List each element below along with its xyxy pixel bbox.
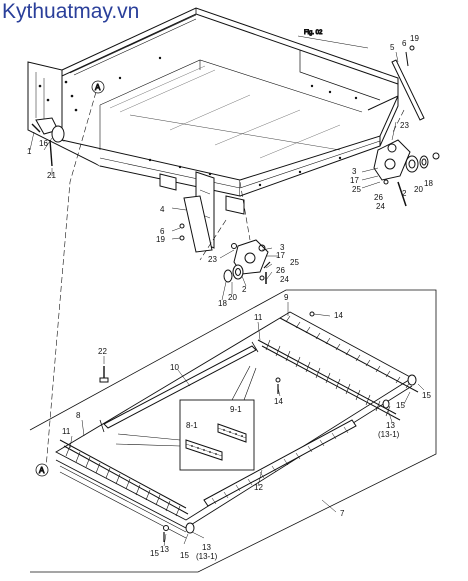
callout-24a: 24 bbox=[376, 202, 385, 211]
fig-ref-label: Fig. 02 bbox=[304, 30, 323, 36]
callout-26b: 26 bbox=[276, 266, 285, 275]
callout-8: 8 bbox=[76, 411, 81, 420]
callout-14b: 14 bbox=[274, 397, 283, 406]
callout-13-1b: (13-1) bbox=[196, 552, 218, 561]
callout-25b: 25 bbox=[290, 258, 299, 267]
callout-2a: 2 bbox=[402, 189, 407, 198]
callout-10: 10 bbox=[170, 363, 179, 372]
detail-inset bbox=[115, 365, 257, 471]
frame-assembly bbox=[27, 7, 399, 249]
callout-6b: 6 bbox=[160, 227, 165, 236]
callout-18a: 18 bbox=[424, 179, 433, 188]
callout-15c: 15 bbox=[150, 549, 159, 558]
callout-8-1: 8-1 bbox=[186, 421, 198, 430]
callout-3a: 3 bbox=[352, 167, 357, 176]
slat-tray bbox=[55, 311, 419, 542]
callout-13c: 13 bbox=[202, 543, 211, 552]
callout-numbers: 5 6 19 1 16 21 23 3 17 25 26 24 2 20 18 … bbox=[27, 34, 433, 561]
callout-13-1a: (13-1) bbox=[378, 430, 400, 439]
callout-26a: 26 bbox=[374, 193, 383, 202]
callout-13b: 13 bbox=[160, 545, 169, 554]
callout-24b: 24 bbox=[280, 275, 289, 284]
callout-17a: 17 bbox=[350, 176, 359, 185]
callout-18b: 18 bbox=[218, 299, 227, 308]
callout-1: 1 bbox=[27, 147, 32, 156]
callout-19b: 19 bbox=[156, 235, 165, 244]
view-marker-bottom-label: A bbox=[39, 466, 45, 475]
callout-13a: 13 bbox=[386, 421, 395, 430]
bolt-22 bbox=[99, 366, 109, 383]
callout-9-1: 9-1 bbox=[230, 405, 242, 414]
view-marker-top: A bbox=[91, 80, 105, 94]
callout-17b: 17 bbox=[276, 251, 285, 260]
lower-tray-box bbox=[29, 289, 437, 573]
view-marker-bottom: A bbox=[35, 463, 49, 477]
callout-16: 16 bbox=[39, 139, 48, 148]
callout-11b: 11 bbox=[62, 427, 71, 436]
right-bearing-assembly bbox=[373, 139, 440, 207]
reference-lines bbox=[45, 91, 405, 469]
callout-14a: 14 bbox=[334, 311, 343, 320]
callout-21: 21 bbox=[47, 171, 56, 180]
callout-19a: 19 bbox=[410, 34, 419, 43]
callout-5: 5 bbox=[390, 43, 395, 52]
callout-6a: 6 bbox=[402, 39, 407, 48]
callout-3b: 3 bbox=[280, 243, 285, 252]
callout-15b: 15 bbox=[422, 391, 431, 400]
callout-23b: 23 bbox=[208, 255, 217, 264]
callout-25a: 25 bbox=[352, 185, 361, 194]
left-clamp-parts bbox=[31, 117, 65, 167]
callout-15d: 15 bbox=[180, 551, 189, 560]
callout-20b: 20 bbox=[228, 293, 237, 302]
callout-9: 9 bbox=[284, 293, 289, 302]
callout-7: 7 bbox=[340, 509, 345, 518]
callout-4: 4 bbox=[160, 205, 165, 214]
callout-2b: 2 bbox=[242, 285, 247, 294]
callout-11a: 11 bbox=[254, 313, 263, 322]
watermark: Kythuatmay.vn bbox=[2, 0, 140, 23]
view-marker-top-label: A bbox=[95, 83, 101, 92]
callout-23a: 23 bbox=[400, 121, 409, 130]
callout-22: 22 bbox=[98, 347, 107, 356]
rod-parts bbox=[391, 45, 425, 121]
leader-lines bbox=[29, 35, 425, 547]
callout-12: 12 bbox=[254, 483, 263, 492]
callout-15a: 15 bbox=[396, 401, 405, 410]
callout-20a: 20 bbox=[414, 185, 423, 194]
lower-bearing-assembly bbox=[223, 239, 271, 284]
